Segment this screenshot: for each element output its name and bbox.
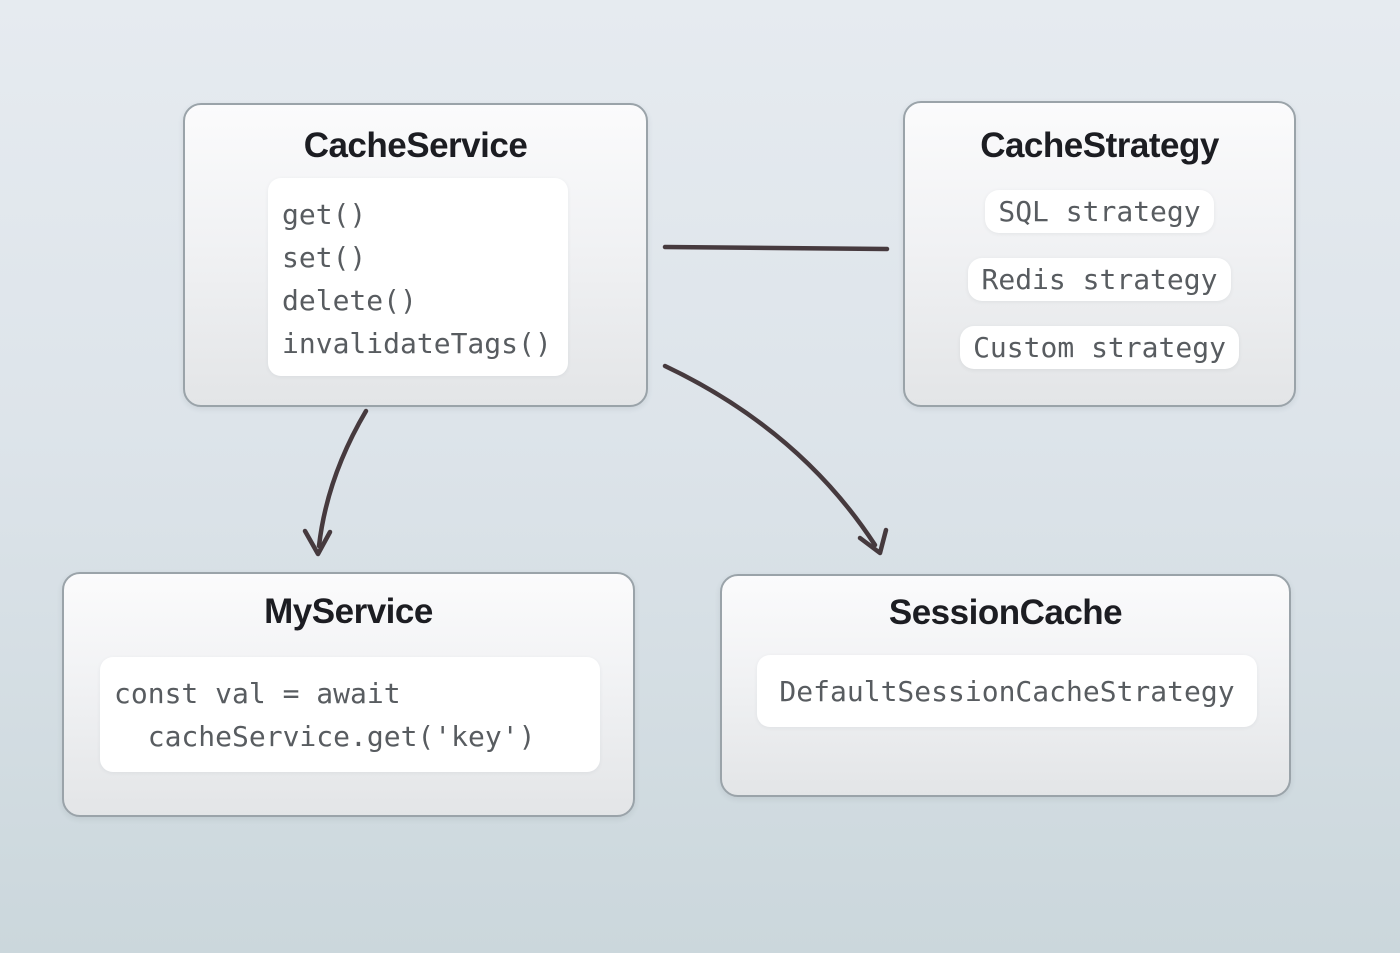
edge-cacheservice-cachestrategy-line — [662, 244, 890, 252]
strategy-sql: SQL strategy — [985, 190, 1214, 233]
method-delete: delete() — [282, 284, 417, 317]
cache-strategy-title: CacheStrategy — [980, 126, 1219, 165]
edge-cacheservice-sessioncache-arrow — [662, 363, 878, 548]
default-session-cache-strategy: DefaultSessionCacheStrategy — [779, 674, 1235, 708]
code-line-1: const val = await — [114, 677, 401, 710]
code-line-2: cacheService.get('key') — [114, 720, 536, 753]
cache-service-methods-panel: get() set() delete() invalidateTags() — [268, 178, 568, 376]
strategy-redis: Redis strategy — [968, 258, 1231, 301]
node-cache-strategy: CacheStrategy SQL strategy Redis strateg… — [903, 101, 1296, 407]
method-invalidate-tags: invalidateTags() — [282, 327, 552, 360]
session-cache-title: SessionCache — [888, 593, 1123, 632]
method-get: get() — [282, 198, 367, 231]
method-set: set() — [282, 241, 367, 274]
arrowhead-sessioncache — [857, 527, 889, 556]
node-cache-service: CacheService get() set() delete() invali… — [183, 103, 648, 407]
node-session-cache: SessionCache DefaultSessionCacheStrategy — [720, 574, 1291, 797]
node-my-service: MyService const val = await cacheService… — [62, 572, 635, 817]
strategy-custom: Custom strategy — [960, 326, 1239, 369]
my-service-title: MyService — [264, 592, 433, 631]
cache-service-title: CacheService — [303, 126, 528, 165]
edge-cacheservice-myservice-arrow — [316, 408, 369, 549]
arrowhead-myservice — [302, 528, 333, 557]
my-service-code-panel: const val = await cacheService.get('key'… — [100, 657, 600, 772]
session-cache-strategy-panel: DefaultSessionCacheStrategy — [757, 655, 1257, 727]
strategy-list: SQL strategy Redis strategy Custom strat… — [905, 190, 1294, 369]
